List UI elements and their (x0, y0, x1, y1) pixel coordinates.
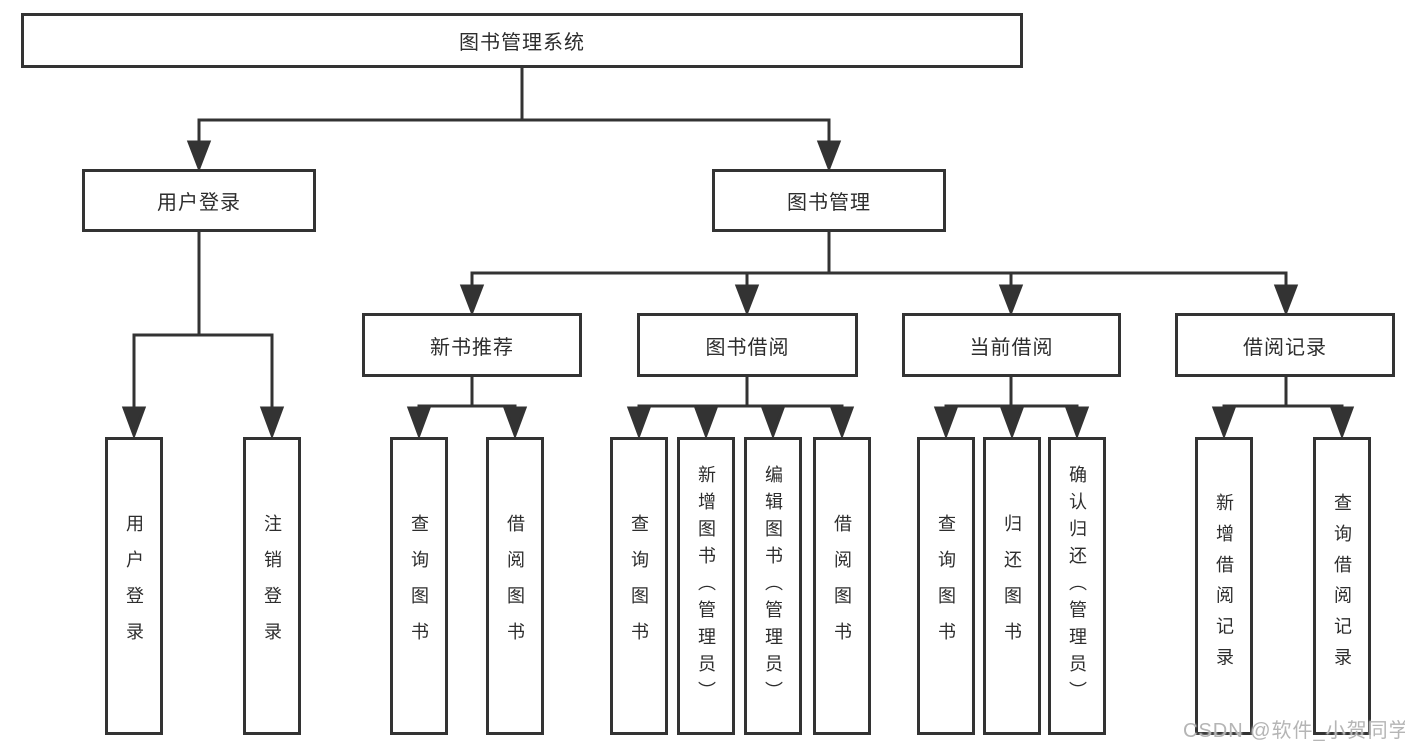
node-label: 注销登录 (262, 514, 282, 658)
node-book-borrowing: 图书借阅 (637, 313, 858, 377)
node-query-books-current: 查询图书 (917, 437, 975, 735)
node-query-books-recommend: 查询图书 (390, 437, 448, 735)
node-query-books-borrowing: 查询图书 (610, 437, 668, 735)
node-label: 用户登录 (124, 514, 144, 658)
node-borrowing-records: 借阅记录 (1175, 313, 1395, 377)
node-label: 图书借阅 (705, 336, 790, 359)
node-return-books: 归还图书 (983, 437, 1041, 735)
node-add-borrow-record: 新增借阅记录 (1195, 437, 1253, 735)
node-label: 新增借阅记录 (1214, 493, 1234, 679)
node-query-borrow-record: 查询借阅记录 (1313, 437, 1371, 735)
csdn-watermark: CSDN @软件_小贺同学 (1183, 720, 1405, 742)
node-borrow-books-borrowing: 借阅图书 (813, 437, 871, 735)
node-label: 新增图书（管理员） (696, 464, 716, 708)
node-label: 查询图书 (936, 514, 956, 658)
node-logout: 注销登录 (243, 437, 301, 735)
node-add-books-admin: 新增图书（管理员） (677, 437, 735, 735)
node-label: 当前借阅 (969, 336, 1054, 359)
node-label: 用户登录 (157, 192, 241, 214)
node-label: 新书推荐 (430, 336, 514, 359)
node-new-book-recommend: 新书推荐 (362, 313, 582, 377)
node-label: 借阅图书 (505, 514, 525, 658)
node-book-management: 图书管理 (712, 169, 946, 232)
node-user-login-action: 用户登录 (105, 437, 163, 735)
node-label: 借阅图书 (832, 514, 852, 658)
node-label: 编辑图书（管理员） (763, 464, 783, 708)
node-confirm-return-admin: 确认归还（管理员） (1048, 437, 1106, 735)
node-user-login: 用户登录 (82, 169, 316, 232)
node-label: 归还图书 (1002, 514, 1022, 658)
node-borrow-books-recommend: 借阅图书 (486, 437, 544, 735)
node-label: 借阅记录 (1243, 336, 1327, 359)
node-label: 图书管理系统 (459, 32, 585, 54)
node-edit-books-admin: 编辑图书（管理员） (744, 437, 802, 735)
node-label: 查询图书 (409, 514, 429, 658)
node-label: 查询图书 (629, 514, 649, 658)
node-label: 图书管理 (787, 192, 871, 214)
node-current-borrowing: 当前借阅 (902, 313, 1121, 377)
node-label: 确认归还（管理员） (1067, 464, 1087, 708)
node-label: 查询借阅记录 (1332, 493, 1352, 679)
node-book-management-system: 图书管理系统 (21, 13, 1023, 68)
